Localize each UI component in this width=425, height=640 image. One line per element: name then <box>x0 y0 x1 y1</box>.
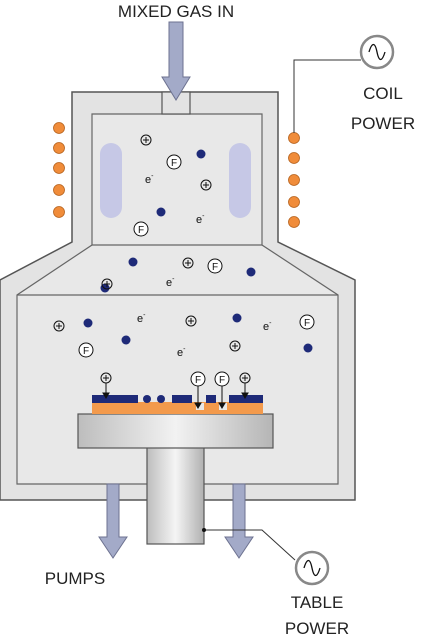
svg-text:F: F <box>171 158 177 169</box>
electron-label: e- <box>166 276 175 289</box>
ion-icon <box>140 134 152 146</box>
ion-group <box>53 134 251 384</box>
mask-residue-dot <box>143 395 151 403</box>
ion-icon <box>182 257 194 269</box>
svg-text:F: F <box>219 375 225 386</box>
ion-icon <box>101 278 113 290</box>
table-power-wire <box>204 529 296 561</box>
svg-text:F: F <box>212 262 218 273</box>
table-power-label-line1: TABLE <box>291 593 344 612</box>
pump-arrow-left-icon <box>98 483 128 559</box>
electron-label: e- <box>177 346 186 359</box>
table-wire-junction <box>202 528 206 532</box>
ion-icon <box>229 340 241 352</box>
radical-icon: F <box>133 221 149 237</box>
radical-icon: F <box>214 371 230 387</box>
radical-icon: F <box>190 371 206 387</box>
ac-source-icon <box>359 34 395 70</box>
radical-icon: F <box>299 314 315 330</box>
ion-icon <box>53 320 65 332</box>
ac-source-icon <box>294 550 330 586</box>
electron-label: e- <box>145 173 154 186</box>
table-stem <box>146 443 205 545</box>
rf-coil-left <box>53 122 65 218</box>
mask-layer <box>92 395 263 403</box>
electron-label: e- <box>137 312 146 325</box>
table-platen <box>77 413 274 449</box>
plasma-glow-right <box>229 143 251 218</box>
gas-in-label: MIXED GAS IN <box>118 2 234 21</box>
svg-text:F: F <box>195 375 201 386</box>
pumps-label: PUMPS <box>45 569 105 588</box>
radical-icon: F <box>78 342 94 358</box>
coil-power-wire <box>293 59 361 133</box>
chamber-inner-cavity <box>16 113 339 485</box>
plasma-glow-left <box>100 143 122 218</box>
rf-coil-right <box>288 132 300 228</box>
radical-group: F F F F F F F <box>78 154 315 387</box>
svg-text:F: F <box>304 318 310 329</box>
radical-icon: F <box>166 154 182 170</box>
coil-power-label-line2: POWER <box>351 114 415 133</box>
electron-group: e- e- e- e- e- e- <box>137 173 272 359</box>
svg-text:F: F <box>138 225 144 236</box>
coil-power-label-line1: COIL <box>363 84 403 103</box>
ion-icon <box>185 315 197 327</box>
radical-icon: F <box>207 258 223 274</box>
mask-residue-dot <box>157 395 165 403</box>
ion-icon <box>200 179 212 191</box>
gas-inlet-arrow-icon <box>161 21 191 101</box>
table-power-label-line2: POWER <box>285 619 349 638</box>
svg-text:F: F <box>83 346 89 357</box>
pump-arrow-right-icon <box>224 483 254 559</box>
electron-label: e- <box>196 213 205 226</box>
particle-trajectories <box>102 383 249 409</box>
electron-label: e- <box>263 320 272 333</box>
wafer <box>92 402 263 414</box>
